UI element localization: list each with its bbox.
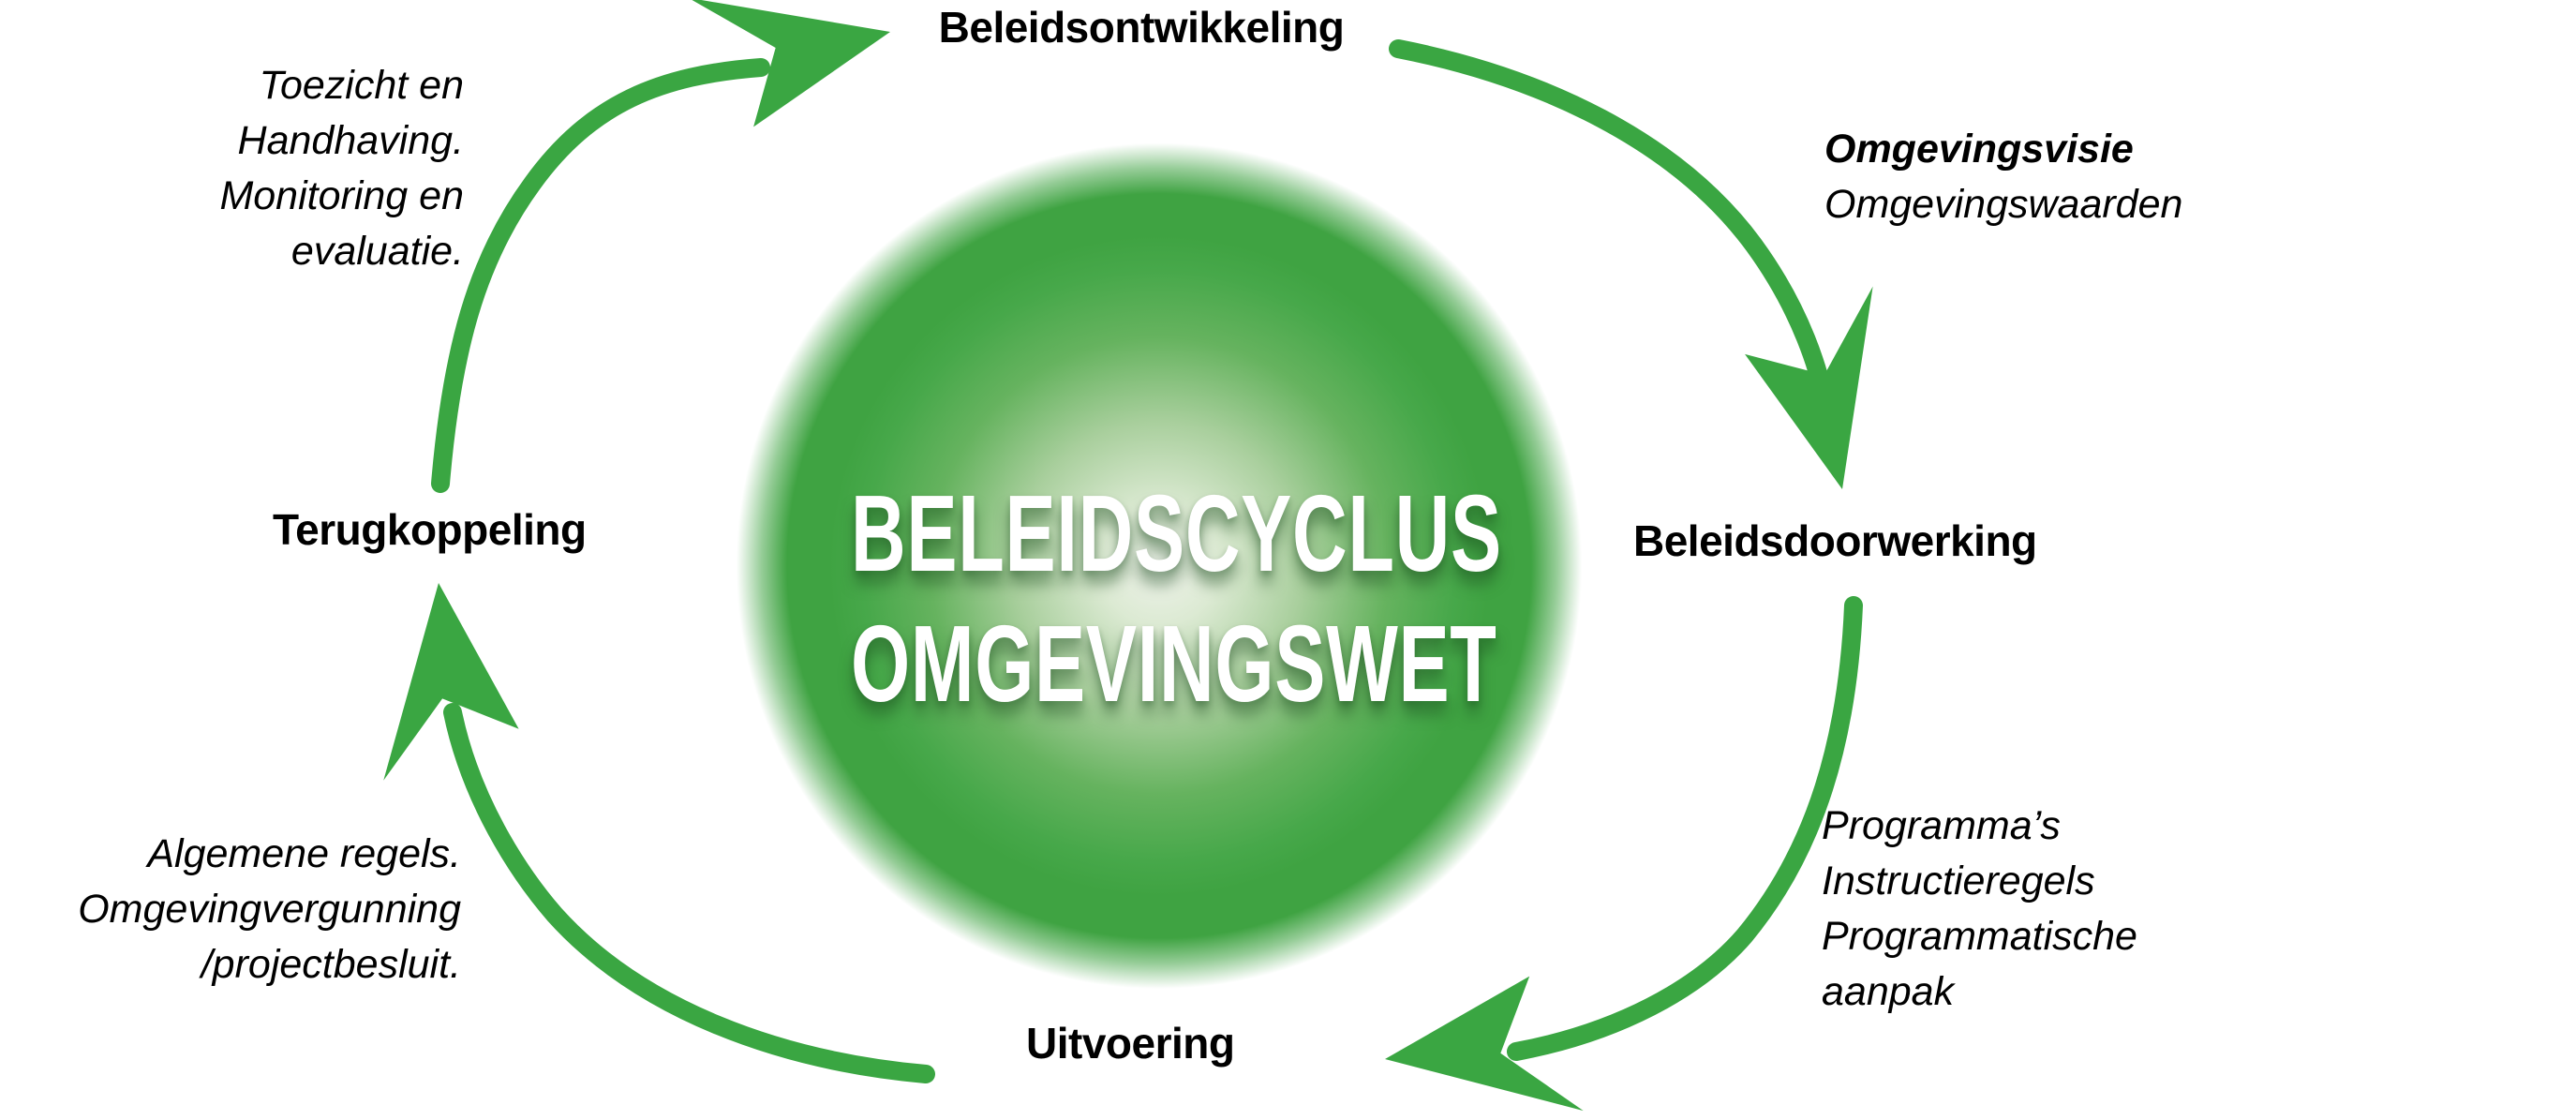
arrow-top-to-right bbox=[1389, 39, 1873, 489]
arrowhead-bottom-icon bbox=[1385, 976, 1584, 1112]
stage-label-beleidsontwikkeling: Beleidsontwikkeling bbox=[938, 3, 1345, 52]
diagram-title: BELEIDSCYCLUS OMGEVINGSWET bbox=[719, 469, 1600, 729]
arrow-tail-top-to-right bbox=[1389, 39, 1837, 429]
annotation-line: aanpak bbox=[1822, 969, 1955, 1014]
arrow-tail-bottom-to-left bbox=[443, 703, 935, 1083]
annotation-line: Omgevingswaarden bbox=[1824, 182, 2183, 227]
annotation-line: Toezicht en bbox=[259, 63, 464, 108]
stage-label-beleidsdoorwerking: Beleidsdoorwerking bbox=[1633, 516, 2037, 565]
arrow-tail-right-to-bottom bbox=[1507, 596, 1863, 1061]
arrowhead-right-icon bbox=[1745, 286, 1873, 489]
arrow-bottom-to-left bbox=[383, 583, 935, 1083]
stage-label-terugkoppeling: Terugkoppeling bbox=[273, 505, 587, 554]
annotation-line: Handhaving. bbox=[237, 118, 464, 163]
annotation-line: Algemene regels. bbox=[147, 831, 461, 876]
annotation-line: /projectbesluit. bbox=[201, 942, 461, 987]
annotation-line: evaluatie. bbox=[290, 229, 464, 274]
arrow-tail-left-to-top bbox=[431, 58, 770, 493]
annotation-line: Programmatische bbox=[1822, 914, 2137, 959]
arrowhead-left-icon bbox=[383, 583, 519, 781]
annotation-top-left: Toezicht en Handhaving. Monitoring en ev… bbox=[52, 58, 464, 279]
arrow-right-to-bottom bbox=[1385, 596, 1863, 1112]
annotation-line: Instructieregels bbox=[1822, 859, 2095, 903]
arrow-left-to-top bbox=[431, 0, 890, 493]
diagram-title-line1: BELEIDSCYCLUS bbox=[851, 472, 1502, 594]
annotation-bottom-right: Programma’s Instructieregels Programmati… bbox=[1822, 799, 2137, 1020]
annotation-line: Omgevingvergunning bbox=[78, 887, 461, 932]
arrowhead-top-icon bbox=[688, 0, 890, 127]
annotation-line: Monitoring en bbox=[219, 173, 464, 218]
annotation-line: Programma’s bbox=[1822, 803, 2061, 848]
annotation-bottom-left: Algemene regels. Omgevingvergunning /pro… bbox=[37, 827, 461, 993]
stage-label-uitvoering: Uitvoering bbox=[1026, 1019, 1235, 1068]
annotation-top-right: Omgevingsvisie Omgevingswaarden bbox=[1824, 122, 2182, 232]
center-gradient-ball bbox=[719, 108, 1600, 989]
diagram-title-line2: OMGEVINGSWET bbox=[851, 603, 1497, 724]
annotation-line: Omgevingsvisie bbox=[1824, 127, 2134, 172]
